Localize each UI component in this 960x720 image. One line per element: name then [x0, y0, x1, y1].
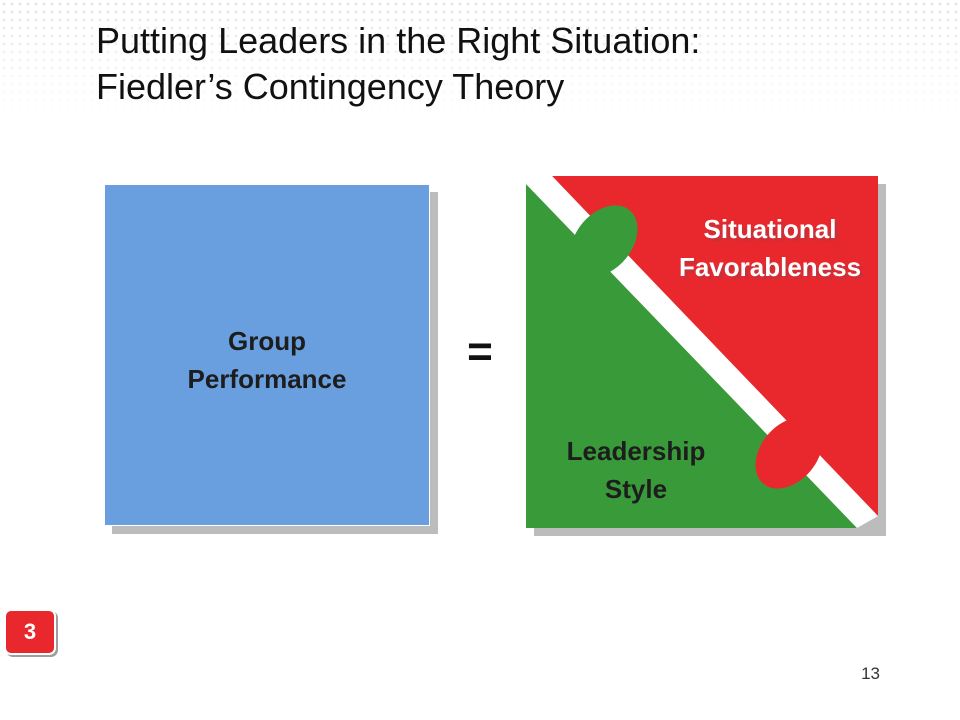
group-performance-label-line-1: Group: [228, 326, 306, 356]
leadership-style-tab: [570, 205, 638, 277]
slide-title: Putting Leaders in the Right Situation: …: [96, 18, 916, 110]
situational-favorableness-tab: [755, 417, 823, 489]
group-performance-box: [104, 184, 430, 526]
group-performance-label-line-2: Performance: [187, 364, 347, 394]
situational-favorableness-line-2: Favorableness: [678, 252, 862, 282]
leadership-style-line-2: Style: [604, 474, 668, 504]
situational-favorableness-line-1: Situational: [703, 214, 837, 244]
slide-title-line-1: Putting Leaders in the Right Situation:: [96, 20, 701, 61]
group-performance-label: Group Performance: [104, 322, 430, 398]
equals-sign: =: [467, 327, 493, 376]
learning-objective-badge[interactable]: 3: [4, 609, 56, 655]
situational-favorableness-label: Situational Favorableness: [650, 210, 890, 286]
background-dot-pattern: [0, 0, 960, 120]
page-number: 13: [861, 664, 880, 683]
leadership-style-line-1: Leadership: [566, 436, 706, 466]
slide-title-line-2: Fiedler’s Contingency Theory: [96, 66, 565, 107]
leadership-style-label: Leadership Style: [536, 432, 736, 508]
